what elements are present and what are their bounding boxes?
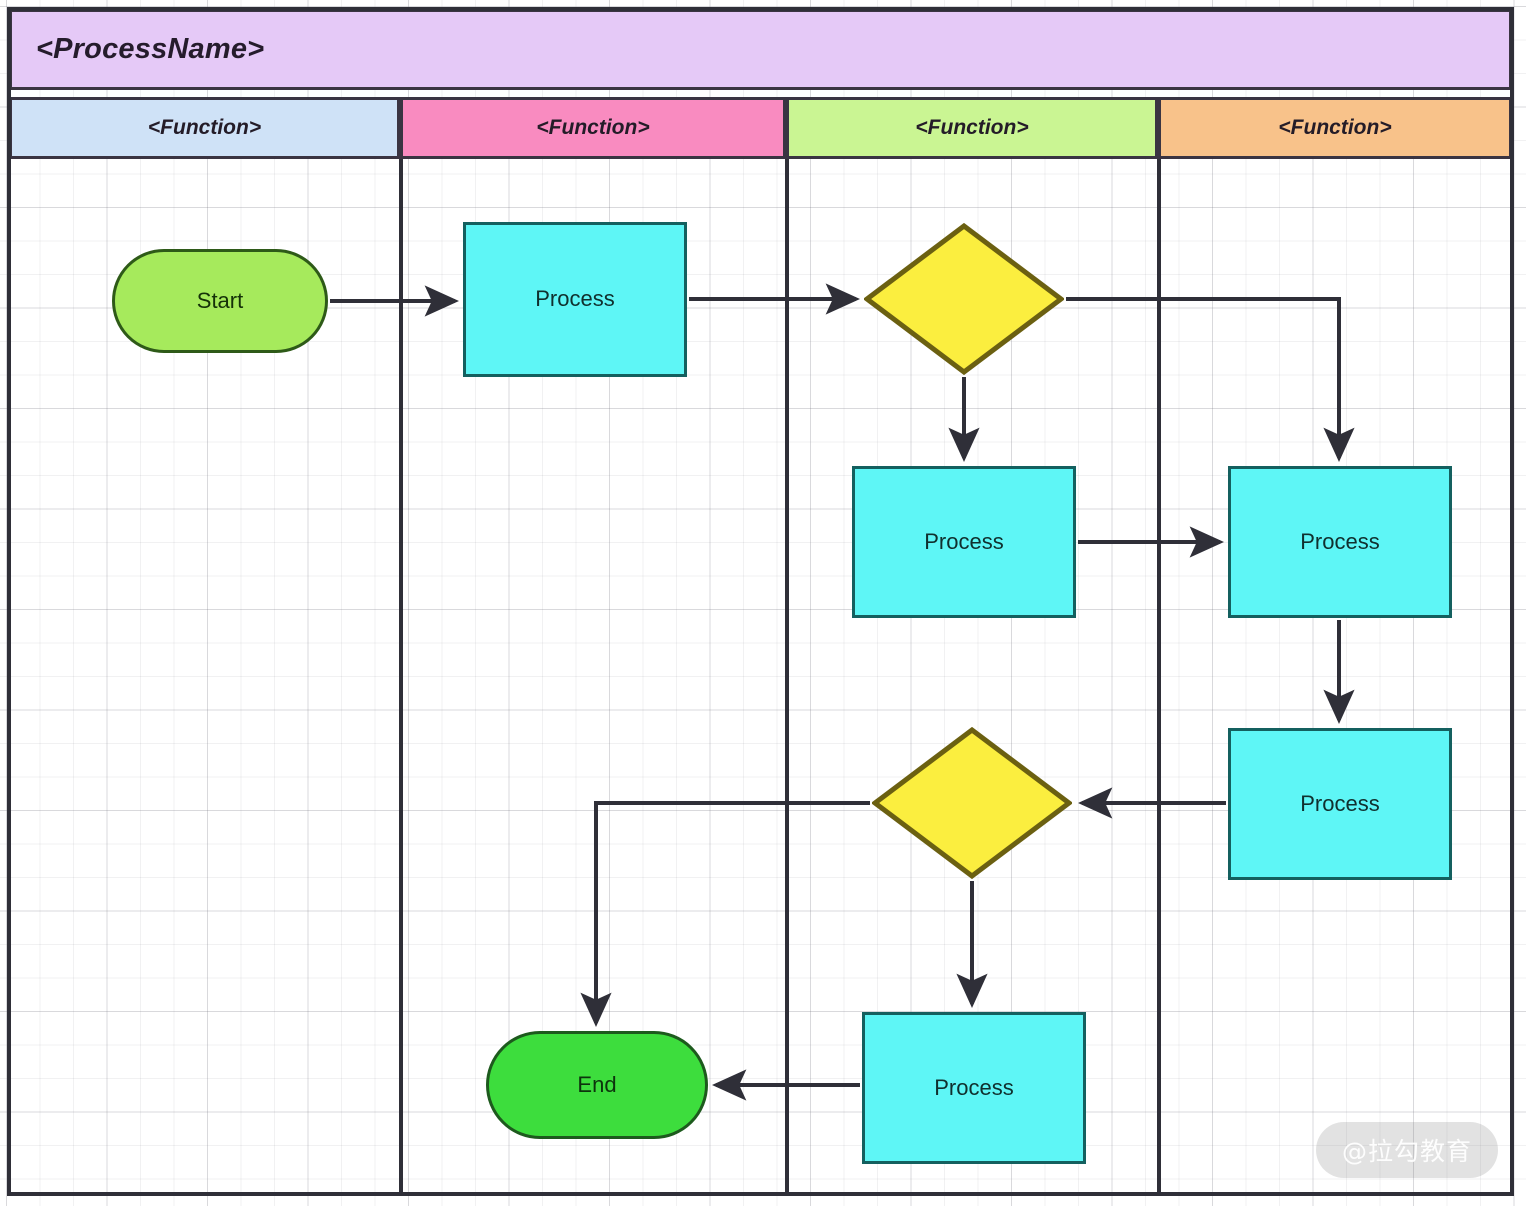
node-start-label: Start bbox=[196, 287, 244, 313]
lane-header-2[interactable]: <Function> bbox=[400, 97, 786, 159]
node-process-1[interactable]: Process bbox=[463, 222, 687, 377]
diamond-shape-2 bbox=[872, 727, 1072, 879]
lane-divider-3 bbox=[1157, 159, 1161, 1196]
node-decision-1[interactable] bbox=[864, 223, 1064, 375]
node-decision-2[interactable] bbox=[872, 727, 1072, 879]
node-end-label: End bbox=[577, 1071, 617, 1097]
lane-header-1-label: <Function> bbox=[147, 116, 262, 139]
lane-header-3-label: <Function> bbox=[915, 116, 1029, 139]
watermark: @拉勾教育 bbox=[1315, 1122, 1498, 1178]
node-process-5-label: Process bbox=[934, 1074, 1014, 1100]
process-title-band: <ProcessName> bbox=[9, 9, 1512, 90]
lane-divider-2 bbox=[785, 159, 789, 1196]
lane-header-1[interactable]: <Function> bbox=[9, 97, 400, 159]
node-process-1-label: Process bbox=[535, 286, 615, 312]
lane-divider-1 bbox=[399, 159, 403, 1196]
node-process-3[interactable]: Process bbox=[1228, 466, 1452, 618]
lane-header-3[interactable]: <Function> bbox=[786, 97, 1158, 159]
lane-header-4[interactable]: <Function> bbox=[1158, 97, 1512, 159]
lane-header-4-label: <Function> bbox=[1278, 116, 1392, 139]
node-process-4-label: Process bbox=[1300, 790, 1380, 816]
node-process-2[interactable]: Process bbox=[852, 466, 1076, 618]
node-process-5[interactable]: Process bbox=[862, 1012, 1086, 1164]
lane-header-2-label: <Function> bbox=[536, 116, 650, 139]
node-process-2-label: Process bbox=[924, 528, 1004, 554]
node-end[interactable]: End bbox=[486, 1031, 708, 1139]
node-process-4[interactable]: Process bbox=[1228, 728, 1452, 880]
page-title: <ProcessName> bbox=[36, 33, 265, 65]
node-process-3-label: Process bbox=[1300, 528, 1380, 554]
node-start[interactable]: Start bbox=[112, 249, 328, 353]
diamond-shape-1 bbox=[864, 223, 1064, 375]
